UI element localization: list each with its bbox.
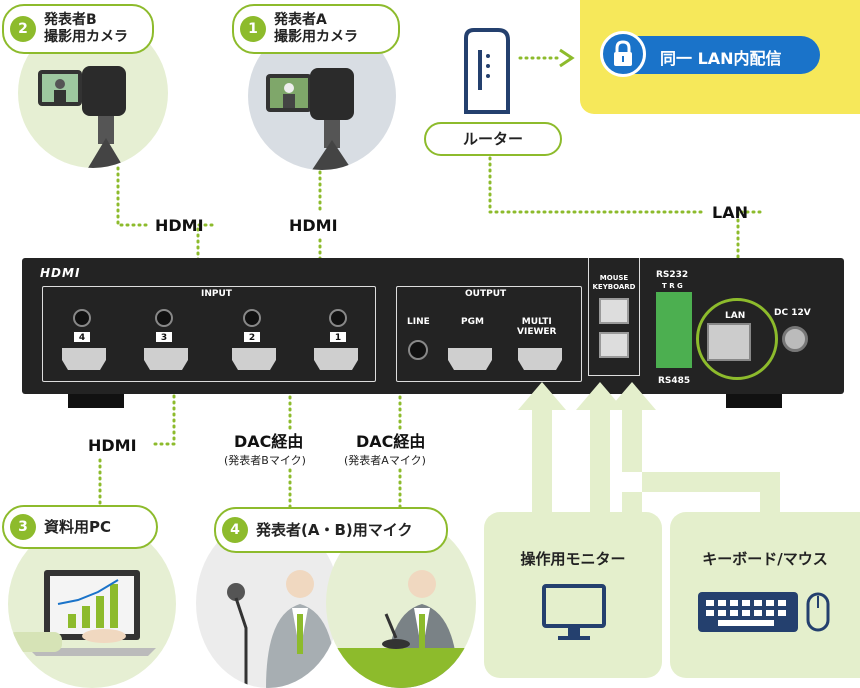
port-number-4: 4 bbox=[78, 333, 86, 343]
pgm-label: PGM bbox=[461, 317, 484, 327]
port-number-3: 3 bbox=[160, 333, 168, 343]
dac-a-sublabel: (発表者Aマイク) bbox=[344, 454, 426, 467]
monitor-card: 操作用モニター bbox=[484, 512, 662, 678]
switcher-device: HDMI INPUT OUTPUT LINE PGM MULTI VIEWER … bbox=[22, 258, 844, 394]
router-icon bbox=[464, 28, 510, 114]
rs232-label: RS232 bbox=[656, 270, 689, 280]
multi-viewer-label: MULTI VIEWER bbox=[517, 317, 557, 337]
mic-label: 4 発表者(A・B)用マイク bbox=[214, 507, 448, 553]
input-label: INPUT bbox=[201, 289, 232, 299]
arrow-router-net bbox=[559, 48, 575, 68]
keyboard-mouse-card: キーボード/マウス bbox=[670, 512, 860, 678]
camera-a-line2: 撮影用カメラ bbox=[274, 29, 358, 45]
camera-a-line1: 発表者A bbox=[274, 12, 327, 28]
lan-distribution-label: 同一 LAN内配信 bbox=[660, 49, 782, 68]
lan-port-highlight: LAN bbox=[696, 298, 778, 380]
hdmi-label-b: HDMI bbox=[155, 216, 204, 235]
rs485-label: RS485 bbox=[658, 376, 691, 386]
output-label: OUTPUT bbox=[465, 289, 507, 299]
number-badge: 3 bbox=[10, 514, 36, 540]
dc-jack bbox=[782, 326, 808, 352]
pc-label: 3 資料用PC bbox=[2, 505, 158, 549]
hdmi-output-pgm bbox=[448, 348, 492, 370]
port-number-2: 2 bbox=[248, 333, 256, 343]
number-badge: 2 bbox=[10, 16, 36, 42]
arrow-keyboard-1 bbox=[576, 382, 624, 518]
hdmi-input-4 bbox=[62, 348, 106, 370]
arrow-monitor bbox=[518, 382, 566, 518]
lan-label: LAN bbox=[712, 203, 748, 222]
mouse-keyboard-label: MOUSE KEYBOARD bbox=[592, 274, 636, 291]
router-label: ルーター bbox=[424, 122, 562, 156]
keyboard-mouse-label: キーボード/マウス bbox=[702, 550, 828, 568]
line-pc-port bbox=[148, 376, 176, 446]
terminal-block bbox=[656, 292, 692, 368]
usb-port-2 bbox=[599, 332, 629, 358]
usb-port-1 bbox=[599, 298, 629, 324]
hdmi-label-a: HDMI bbox=[289, 216, 338, 235]
dac-b-label: DAC経由 bbox=[234, 432, 304, 451]
line-lan-port bbox=[736, 210, 762, 302]
output-arrows bbox=[518, 382, 780, 518]
hdmi-input-1 bbox=[314, 348, 358, 370]
line-label: LINE bbox=[407, 317, 430, 327]
input-group: INPUT bbox=[42, 286, 376, 382]
number-badge: 1 bbox=[240, 16, 266, 42]
mouse-icon bbox=[806, 592, 830, 632]
camera-b-line2: 撮影用カメラ bbox=[44, 29, 128, 45]
camera-b-line1: 発表者B bbox=[44, 12, 97, 28]
line-camera-b bbox=[116, 166, 152, 227]
hdmi-logo: HDMI bbox=[40, 266, 81, 280]
hdmi-input-2 bbox=[232, 348, 276, 370]
dac-b-sublabel: (発表者Bマイク) bbox=[224, 454, 306, 467]
dc-label: DC 12V bbox=[774, 308, 811, 318]
usb-group: MOUSE KEYBOARD bbox=[588, 258, 640, 376]
hdmi-input-3 bbox=[144, 348, 188, 370]
hdmi-output-multiviewer bbox=[518, 348, 562, 370]
lock-icon bbox=[600, 31, 646, 77]
monitor-label: 操作用モニター bbox=[520, 550, 626, 568]
pc-label-text: 資料用PC bbox=[44, 517, 112, 536]
number-badge: 4 bbox=[222, 517, 248, 543]
trg-label: T R G bbox=[662, 282, 683, 290]
lan-distribution-box: 同一 LAN内配信 bbox=[580, 0, 860, 114]
line-router-lan bbox=[488, 156, 704, 214]
lan-port-label: LAN bbox=[725, 311, 746, 321]
hdmi-label-pc: HDMI bbox=[88, 436, 137, 455]
output-group: OUTPUT LINE PGM MULTI VIEWER bbox=[396, 286, 582, 382]
keyboard-icon bbox=[698, 592, 830, 632]
dac-a-label: DAC経由 bbox=[356, 432, 426, 451]
arrow-keyboard-2 bbox=[608, 382, 780, 518]
mic-label-text: 発表者(A・B)用マイク bbox=[256, 520, 413, 539]
monitor-icon bbox=[542, 584, 606, 640]
port-number-1: 1 bbox=[334, 333, 342, 343]
